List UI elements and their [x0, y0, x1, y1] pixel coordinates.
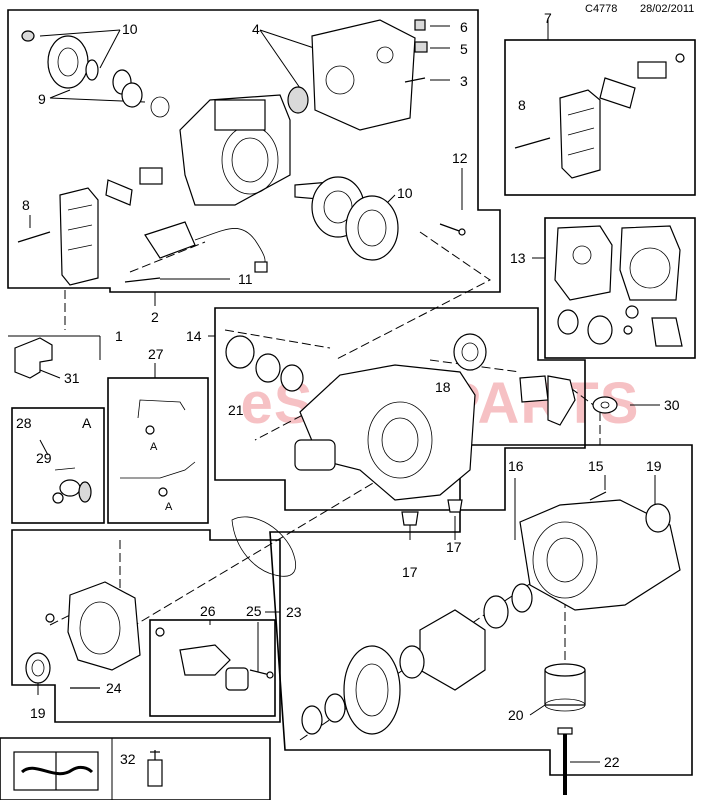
assembly-diff-frame — [269, 444, 693, 776]
gasket-13a — [554, 225, 613, 301]
callout-12: 12 — [452, 150, 468, 166]
callout-9: 9 — [38, 91, 46, 107]
bracket-31 — [14, 337, 53, 379]
sub-label-A2: A — [165, 501, 173, 513]
callout-16: 16 — [508, 458, 524, 474]
actuator-7 — [559, 89, 601, 179]
washer-30 — [592, 396, 618, 414]
sub-label-A1: A — [150, 441, 158, 453]
callout-15: 15 — [588, 458, 604, 474]
callout-17: 17 — [446, 539, 462, 555]
callout-19: 19 — [30, 705, 46, 721]
callout-31: 31 — [64, 370, 80, 386]
callout-30: 30 — [664, 397, 680, 413]
solenoid-26 — [179, 644, 231, 676]
rear-diff-carrier — [519, 499, 681, 611]
gasket-13b — [619, 225, 681, 301]
breather-pipe-b — [120, 461, 196, 479]
callout-2: 2 — [151, 309, 159, 325]
callout-26: 26 — [200, 603, 216, 619]
callout-27: 27 — [148, 346, 164, 362]
callout-22: 22 — [604, 754, 620, 770]
diagram-date: 28/02/2011 — [640, 3, 694, 15]
callout-29: 29 — [36, 450, 52, 466]
diagram-code: C4778 — [585, 3, 617, 15]
callout-11: 11 — [238, 271, 253, 287]
callout-1: 1 — [115, 328, 123, 344]
box-13-frame — [544, 217, 696, 359]
box-26-frame — [149, 619, 276, 717]
box-28-frame — [11, 407, 105, 524]
callout-6: 6 — [460, 19, 468, 35]
part-drawings — [14, 19, 685, 795]
callout-labels: 10 9 4 6 5 3 7 8 12 10 8 13 11 2 1 14 27… — [16, 10, 680, 770]
rear-cover — [67, 581, 141, 671]
callout-8: 8 — [22, 197, 30, 213]
callout-25: 25 — [246, 603, 262, 619]
box-27-frame — [107, 377, 209, 524]
callout-5: 5 — [460, 41, 468, 57]
callout-32: 32 — [120, 751, 136, 767]
diff-housing — [299, 364, 476, 501]
callout-24: 24 — [106, 680, 122, 696]
callout-10: 10 — [122, 21, 138, 37]
callout-17: 17 — [402, 564, 418, 580]
callout-18: 18 — [435, 379, 451, 395]
callout-7: 7 — [544, 10, 552, 26]
callout-13: 13 — [510, 250, 526, 266]
actuator-motor — [59, 187, 99, 286]
box-7-frame — [504, 39, 696, 196]
assembly-14-frame — [214, 307, 586, 511]
bottom-frame — [0, 737, 271, 800]
book-with-wrench-icon — [13, 751, 99, 791]
callout-10: 10 — [397, 185, 413, 201]
callout-21: 21 — [228, 402, 244, 418]
assembly-23-frame — [11, 529, 281, 723]
assembly-2-frame — [7, 9, 501, 293]
diff-case — [419, 609, 486, 691]
callout-23: 23 — [286, 604, 302, 620]
callout-19: 19 — [646, 458, 662, 474]
callout-20: 20 — [508, 707, 524, 723]
cover-plate — [311, 19, 416, 131]
breather-pipe-a — [137, 399, 186, 419]
callout-8: 8 — [518, 97, 526, 113]
callout-14: 14 — [186, 328, 202, 344]
drive-flange — [47, 35, 89, 89]
callout-28: 28 — [16, 415, 32, 431]
ring-gear — [343, 645, 401, 735]
callout-A: A — [82, 415, 92, 431]
callout-3: 3 — [460, 73, 468, 89]
solenoid-valve — [144, 221, 196, 259]
pinion-gear — [519, 375, 549, 403]
grease-gun-icon — [147, 750, 163, 787]
callout-4: 4 — [252, 21, 260, 37]
bearing-10 — [345, 195, 399, 261]
leader-lines — [8, 18, 660, 763]
